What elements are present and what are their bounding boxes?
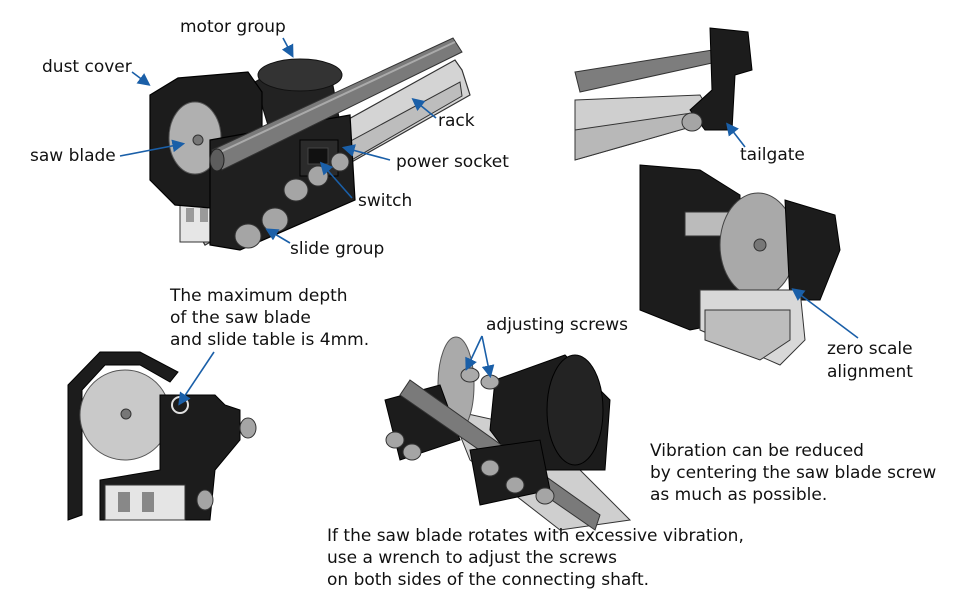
note-vibration-line: by centering the saw blade screw [650, 463, 937, 483]
callout-rack [411, 97, 437, 119]
label-power-socket: power socket [396, 152, 509, 172]
label-zero-scale-line1: zero scale [827, 339, 913, 359]
note-vibration-line: Vibration can be reduced [650, 441, 864, 461]
note-wrench-line: use a wrench to adjust the screws [327, 548, 618, 568]
main-assembly-illustration [149, 37, 471, 251]
note-wrench: If the saw blade rotates with excessive … [327, 525, 744, 591]
callout-dust-cover [131, 71, 151, 86]
callout-lines [119, 37, 859, 406]
callout-max-depth [178, 351, 215, 406]
callout-power-socket [341, 144, 391, 161]
note-vibration-line: as much as possible. [650, 485, 828, 505]
note-max-depth-line: and slide table is 4mm. [170, 330, 370, 350]
callout-adjusting-screw-right [481, 335, 495, 379]
note-max-depth-line: The maximum depth [170, 286, 348, 306]
label-tailgate: tailgate [740, 145, 805, 165]
adjusting-screws-illustration [384, 336, 632, 531]
callout-slide-group [265, 228, 291, 244]
label-switch: switch [358, 191, 413, 211]
label-adjusting-screws: adjusting screws [486, 315, 628, 335]
label-rack: rack [438, 111, 475, 131]
label-zero-scale-line2: alignment [827, 362, 913, 382]
label-motor-group: motor group [180, 17, 286, 37]
callout-saw-blade [119, 139, 186, 157]
tailgate-illustration [574, 27, 753, 161]
label-saw-blade: saw blade [30, 146, 116, 166]
label-dust-cover: dust cover [42, 57, 132, 77]
label-slide-group: slide group [290, 239, 385, 259]
callout-zero-scale [791, 288, 859, 339]
note-vibration: Vibration can be reduced by centering th… [650, 440, 936, 506]
callout-switch [319, 161, 353, 199]
depth-side-view-illustration [67, 351, 257, 521]
callout-adjusting-screw-left [465, 335, 483, 371]
note-max-depth: The maximum depth of the saw blade and s… [170, 285, 369, 351]
callout-motor-group [281, 37, 294, 58]
note-max-depth-line: of the saw blade [170, 308, 311, 328]
note-wrench-line: If the saw blade rotates with excessive … [327, 526, 744, 546]
note-wrench-line: on both sides of the connecting shaft. [327, 570, 650, 590]
zero-scale-illustration [639, 164, 841, 366]
callout-tailgate [726, 122, 746, 148]
